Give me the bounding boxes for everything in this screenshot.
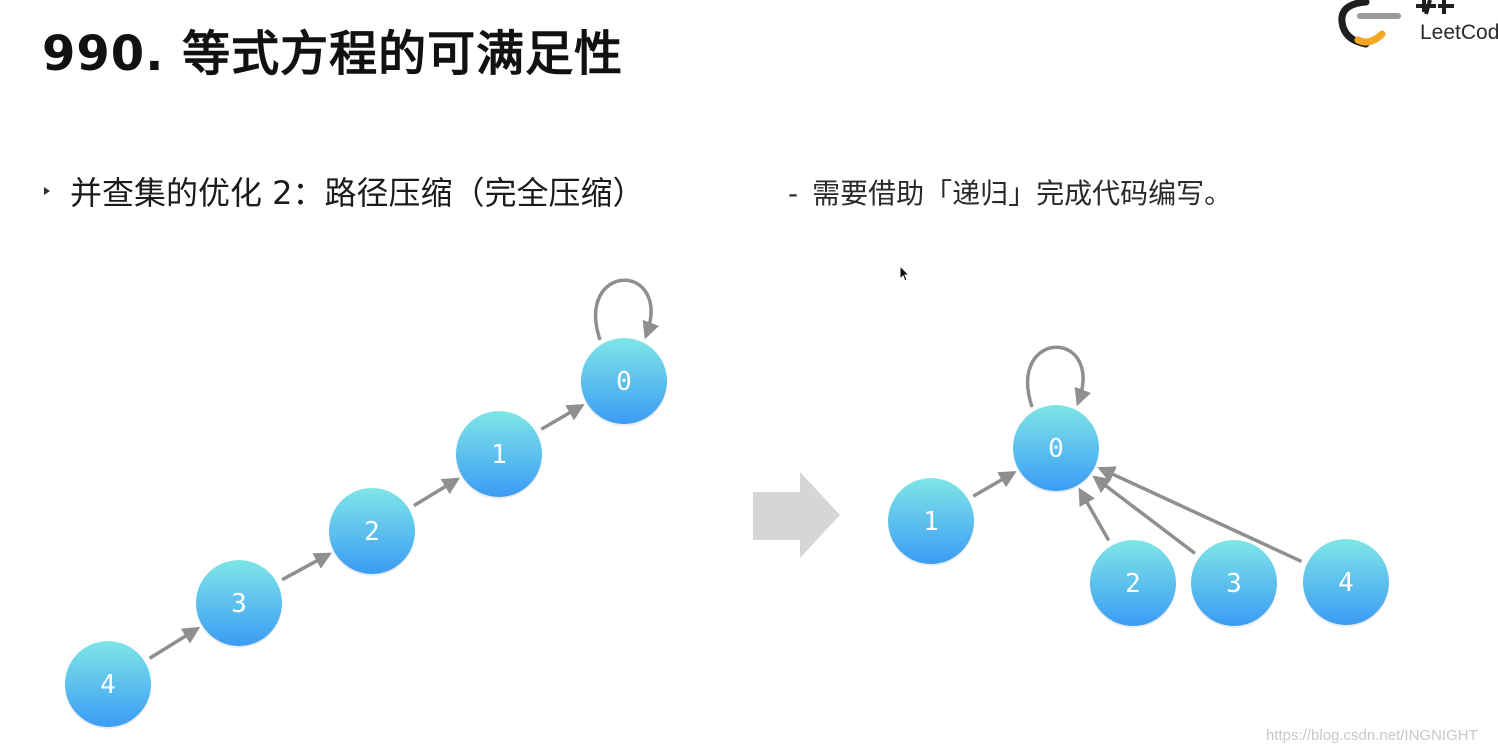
- edge-2-to-0: [1078, 487, 1111, 542]
- bullet-icon: [44, 187, 50, 195]
- edge-1-to-0: [540, 403, 585, 431]
- node-3: 3: [1191, 540, 1277, 628]
- node-4: 4: [1303, 539, 1389, 627]
- watermark: https://blog.csdn.net/INGNIGHT: [1266, 727, 1478, 744]
- bullet-text: 并查集的优化 2：路径压缩（完全压缩）: [70, 174, 645, 212]
- page-title: 990. 等式方程的可满足性: [42, 26, 624, 82]
- node-label: 3: [231, 589, 247, 619]
- node-2: 2: [1090, 540, 1176, 628]
- node-0: 0: [1013, 405, 1099, 493]
- node-label: 3: [1226, 569, 1242, 599]
- edge-2-to-1: [412, 477, 461, 508]
- note-dash: -: [788, 177, 799, 210]
- node-label: 4: [100, 670, 116, 700]
- node-0: 0: [581, 338, 667, 426]
- node-circle: [456, 411, 542, 497]
- node-circle: [581, 338, 667, 424]
- note-text: 需要借助「递归」完成代码编写。: [812, 177, 1233, 210]
- mouse-cursor-icon: [899, 265, 911, 282]
- node-circle: [888, 478, 974, 564]
- edge-4-to-0: [1097, 466, 1303, 564]
- node-3: 3: [196, 560, 282, 648]
- node-circle: [1191, 540, 1277, 626]
- leetcode-logo: [1338, 0, 1454, 48]
- before-nodes: 0 1 2 3 4: [65, 338, 667, 729]
- node-label: 0: [1048, 434, 1064, 464]
- after-edges: [972, 345, 1303, 564]
- node-label: 2: [364, 517, 380, 547]
- self-loop-edge: [593, 278, 660, 341]
- after-nodes: 0 1 2 3 4: [888, 405, 1389, 628]
- edge-3-to-2: [281, 552, 332, 582]
- edge-1-to-0: [972, 470, 1017, 498]
- node-2: 2: [329, 488, 415, 576]
- node-4: 4: [65, 641, 151, 729]
- bullet-item: 并查集的优化 2：路径压缩（完全压缩）: [44, 168, 645, 214]
- node-label: 2: [1125, 569, 1141, 599]
- node-circle: [1013, 405, 1099, 491]
- before-edges: [148, 278, 660, 660]
- node-label: 1: [923, 507, 939, 537]
- node-label: 4: [1338, 568, 1354, 598]
- node-circle: [1090, 540, 1176, 626]
- node-label: 1: [491, 440, 507, 470]
- node-label: 0: [616, 367, 632, 397]
- node-1: 1: [888, 478, 974, 566]
- note: -需要借助「递归」完成代码编写。: [788, 172, 1232, 212]
- self-loop-edge: [1025, 345, 1092, 408]
- node-circle: [1303, 539, 1389, 625]
- edge-3-to-0: [1092, 475, 1197, 555]
- node-1: 1: [456, 411, 542, 499]
- node-circle: [65, 641, 151, 727]
- node-circle: [329, 488, 415, 574]
- node-circle: [196, 560, 282, 646]
- logo-text: LeetCod: [1420, 21, 1498, 44]
- edge-4-to-3: [148, 626, 201, 660]
- transition-arrow: [753, 472, 840, 558]
